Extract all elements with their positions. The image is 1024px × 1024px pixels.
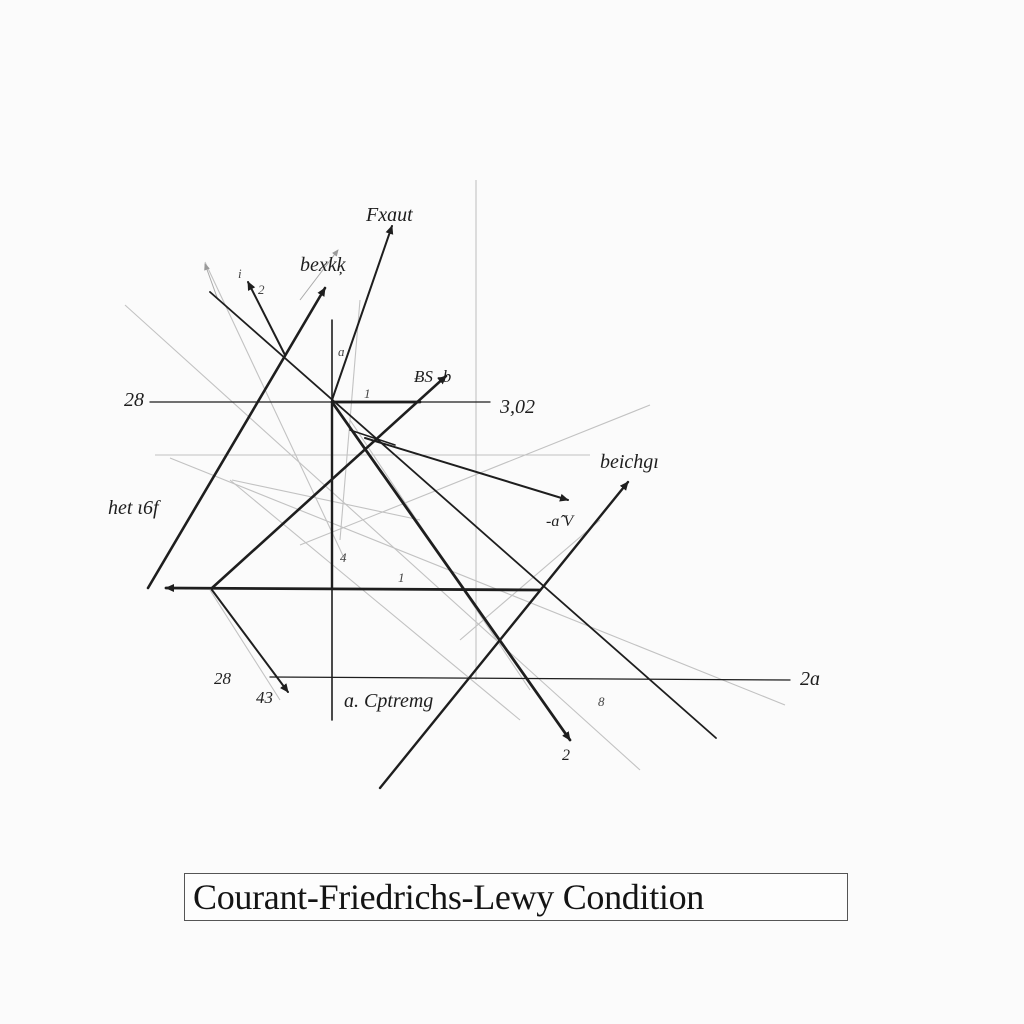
main-lines — [146, 225, 791, 790]
label-right: beichgı — [600, 451, 659, 473]
label-bottom-left-tick: 28 — [214, 669, 232, 688]
label-bottom-left-small: 43 — [256, 688, 273, 707]
label-upper-mid-small: ɑ — [338, 344, 345, 359]
label-left-top-tick: 28 — [124, 389, 144, 411]
faint-arrow-heads — [204, 249, 339, 301]
label-break: bexkķ — [300, 254, 347, 276]
label-upper-left-tiny: 2 — [258, 282, 265, 297]
caption-title: Courant-Friedrichs-Lewy Condition — [193, 877, 705, 917]
label-bottom-tiny: 8 — [598, 694, 605, 709]
label-bottom-right-tick: 2ɑ — [800, 668, 820, 690]
label-top: Fxɑut — [365, 204, 413, 226]
label-left: het ɩ6f — [108, 497, 161, 519]
caption-box: Courant-Friedrichs-Lewy Condition — [184, 873, 848, 921]
label-bottom-mid: ɑ. Cptremg — [344, 690, 433, 712]
label-bottom-one: 1 — [398, 570, 405, 585]
label-mid-one: 1 — [364, 386, 371, 401]
label-center-a: 4 — [340, 550, 347, 565]
label-b: ɃS -b — [414, 367, 451, 386]
label-upper-left-small: i — [238, 266, 242, 281]
label-right-small: -ɑ̂ V — [546, 513, 575, 530]
label-bottom-arrow: 2 — [562, 747, 570, 764]
label-right-top-tick: 3,02 — [499, 396, 535, 418]
